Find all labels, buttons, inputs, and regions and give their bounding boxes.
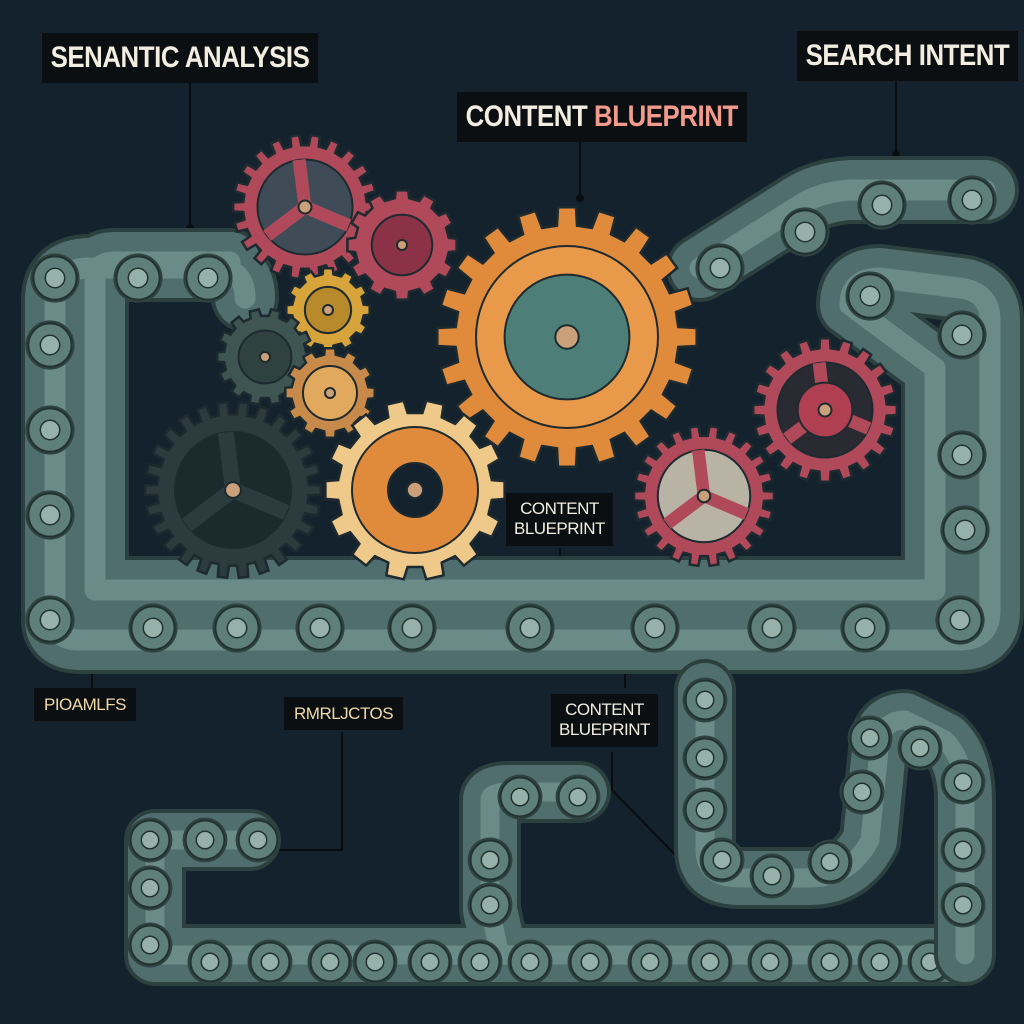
label-content-blueprint-low-l1: CONTENT: [565, 700, 644, 719]
conveyor-belts: [21, 156, 1024, 986]
gear-left-big-dark: [143, 400, 323, 580]
belt-lower-left: [124, 761, 986, 986]
label-metrics-text: RMRLJCTOS: [294, 704, 394, 723]
gear-right-red: [751, 336, 899, 484]
gear-cluster: [143, 133, 899, 581]
label-semantic-analysis-text: SENANTIC ANALYSIS: [50, 41, 310, 74]
label-content-blueprint-mid-l1: CONTENT: [520, 499, 599, 518]
gear-cream-hole: [324, 399, 506, 581]
label-content-blueprint-mid: CONTENT BLUEPRINT: [506, 493, 613, 546]
label-content-blueprint-top: CONTENT BLUEPRINT: [457, 92, 747, 142]
gear-top-red-spoked: [231, 133, 379, 281]
label-promales: PIOAMLFS: [34, 688, 136, 721]
label-search-intent: SEARCH INTENT: [797, 31, 1018, 81]
gear-small-red: [346, 189, 458, 301]
label-content-blueprint-low: CONTENT BLUEPRINT: [551, 694, 658, 747]
label-content-blueprint-top-b: BLUEPRINT: [594, 100, 738, 133]
connector-metrics: [275, 732, 343, 851]
belt-upper-right: [666, 156, 1019, 302]
gear-big-orange: [436, 206, 698, 468]
label-metrics: RMRLJCTOS: [284, 697, 404, 730]
belt-main: [21, 228, 1024, 674]
label-content-blueprint-top-a: CONTENT: [465, 100, 588, 133]
label-promales-text: PIOAMLFS: [44, 695, 126, 714]
label-search-intent-text: SEARCH INTENT: [805, 39, 1010, 72]
gear-right-red-2: [632, 424, 776, 568]
label-semantic-analysis: SENANTIC ANALYSIS: [42, 33, 319, 83]
label-content-blueprint-mid-l2: BLUEPRINT: [514, 519, 605, 539]
connector-blueprint-low: [611, 752, 691, 871]
gear-gold-small: [285, 267, 371, 353]
gear-dark-left: [215, 307, 315, 407]
label-content-blueprint-low-l2: BLUEPRINT: [559, 720, 650, 740]
belt-lower-right: [674, 659, 996, 986]
